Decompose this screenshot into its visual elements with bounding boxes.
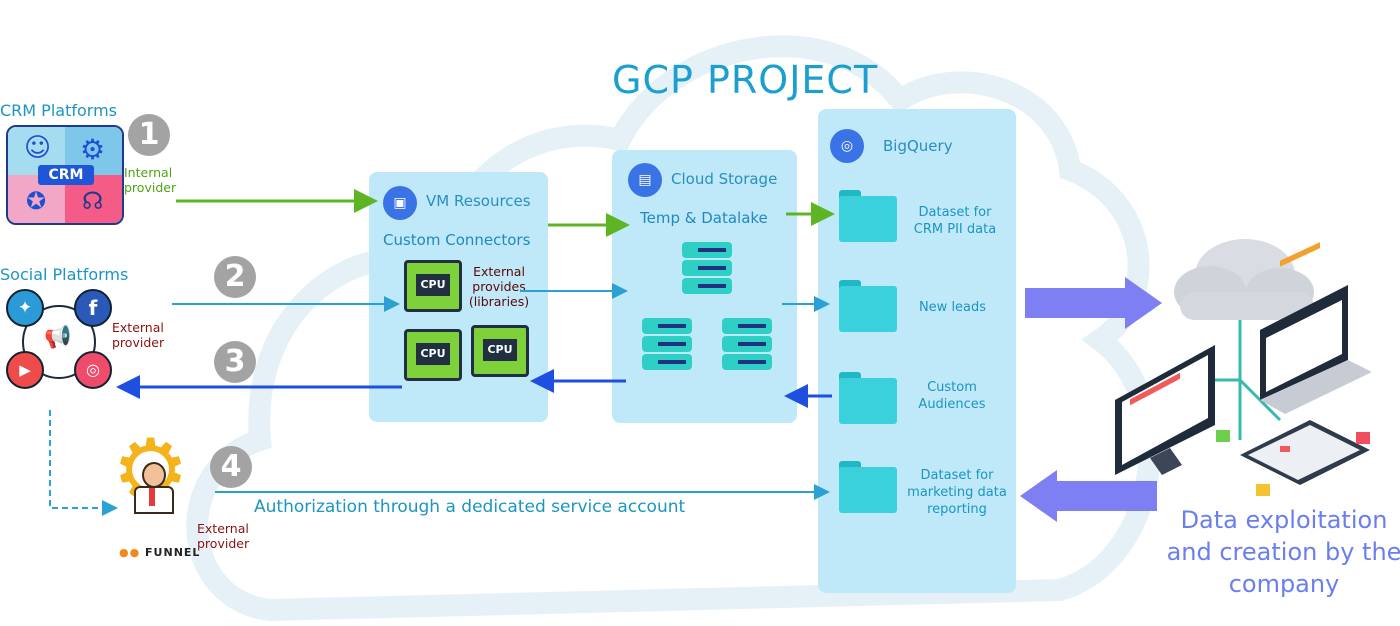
storage-title: Cloud Storage [671, 170, 778, 188]
person-icon: ☺ [24, 133, 52, 163]
facebook-icon: f [74, 289, 112, 327]
vm-note: External provides (libraries) [468, 264, 530, 309]
bigquery-icon: ◎ [830, 129, 864, 163]
dataset-label-1: Dataset for CRM PII data [913, 205, 997, 237]
server-icon-left [642, 318, 692, 370]
award-icon: ✪ [26, 187, 47, 215]
diagram-title: GCP PROJECT [612, 58, 879, 102]
funnel-mark-icon: ●● [119, 546, 141, 559]
folder-icon [839, 372, 897, 424]
storage-subtitle: Temp & Datalake [640, 209, 768, 227]
folder-icon [839, 280, 897, 332]
dataset-label-3: Custom Audiences [918, 380, 986, 412]
crm-provider-label: Internal provider [124, 165, 177, 195]
cpu-label: CPU [483, 339, 517, 361]
vm-title: VM Resources [426, 192, 531, 210]
vm-subtitle: Custom Connectors [383, 231, 531, 249]
dataset-label-4: Dataset for marketing data reporting [907, 468, 1007, 517]
company-devices-illustration [1115, 239, 1372, 496]
social-logo: ✦ f ▶ ◎ 📢 [6, 289, 112, 393]
step-1-badge: 1 [128, 114, 170, 156]
social-provider-label: External provider [112, 320, 165, 350]
cloud-storage-icon: ▤ [628, 163, 662, 197]
server-stack-icons [642, 242, 772, 370]
laptop-icon [1260, 242, 1372, 414]
twitter-icon: ✦ [6, 289, 44, 327]
headset-icon: ☊ [82, 187, 104, 215]
server-icon-right [722, 318, 772, 370]
person-icon [134, 462, 174, 514]
cpu-chip-2: CPU [404, 329, 462, 381]
cube-icon [1356, 432, 1370, 444]
social-platforms-title: Social Platforms [0, 265, 129, 284]
funnel-provider-label: External provider [197, 521, 250, 551]
compute-engine-icon: ▣ [383, 186, 417, 220]
cpu-chip-3: CPU [471, 325, 529, 377]
cube-icon [1256, 484, 1270, 496]
big-arrow-in [1020, 470, 1157, 522]
cloud-icon [1174, 239, 1314, 320]
step-2-badge: 2 [214, 256, 256, 298]
arrow-social-to-funnel [49, 410, 118, 516]
server-icon-top [682, 242, 732, 294]
cpu-chip-1: CPU [404, 260, 462, 312]
funnel-wordmark: ●● FUNNEL [119, 546, 201, 559]
gear-icon: ⚙ [80, 133, 106, 166]
funnel-logo: ⚙ [112, 428, 192, 540]
cube-icon [1216, 430, 1230, 442]
folder-icon [839, 190, 897, 242]
dataset-label-2: New leads [918, 300, 987, 315]
bigquery-title: BigQuery [883, 137, 953, 155]
folder-icon [839, 461, 897, 513]
tablet-icon [1240, 420, 1370, 485]
step-3-badge: 3 [214, 341, 256, 383]
cpu-label: CPU [416, 274, 450, 296]
big-arrow-out [1025, 277, 1162, 329]
cpu-label: CPU [416, 343, 450, 365]
instagram-icon: ◎ [74, 351, 112, 389]
megaphone-icon: 📢 [44, 325, 72, 350]
monitor-icon [1115, 345, 1215, 475]
crm-logo-text: CRM [38, 165, 94, 185]
company-text: Data exploitation and creation by the co… [1166, 506, 1400, 598]
authorization-label: Authorization through a dedicated servic… [254, 497, 686, 517]
crm-logo: ⚙ ☺ ✪ ☊ CRM [6, 125, 124, 225]
crm-platforms-title: CRM Platforms [0, 101, 117, 120]
youtube-icon: ▶ [6, 351, 44, 389]
step-4-badge: 4 [210, 446, 252, 488]
